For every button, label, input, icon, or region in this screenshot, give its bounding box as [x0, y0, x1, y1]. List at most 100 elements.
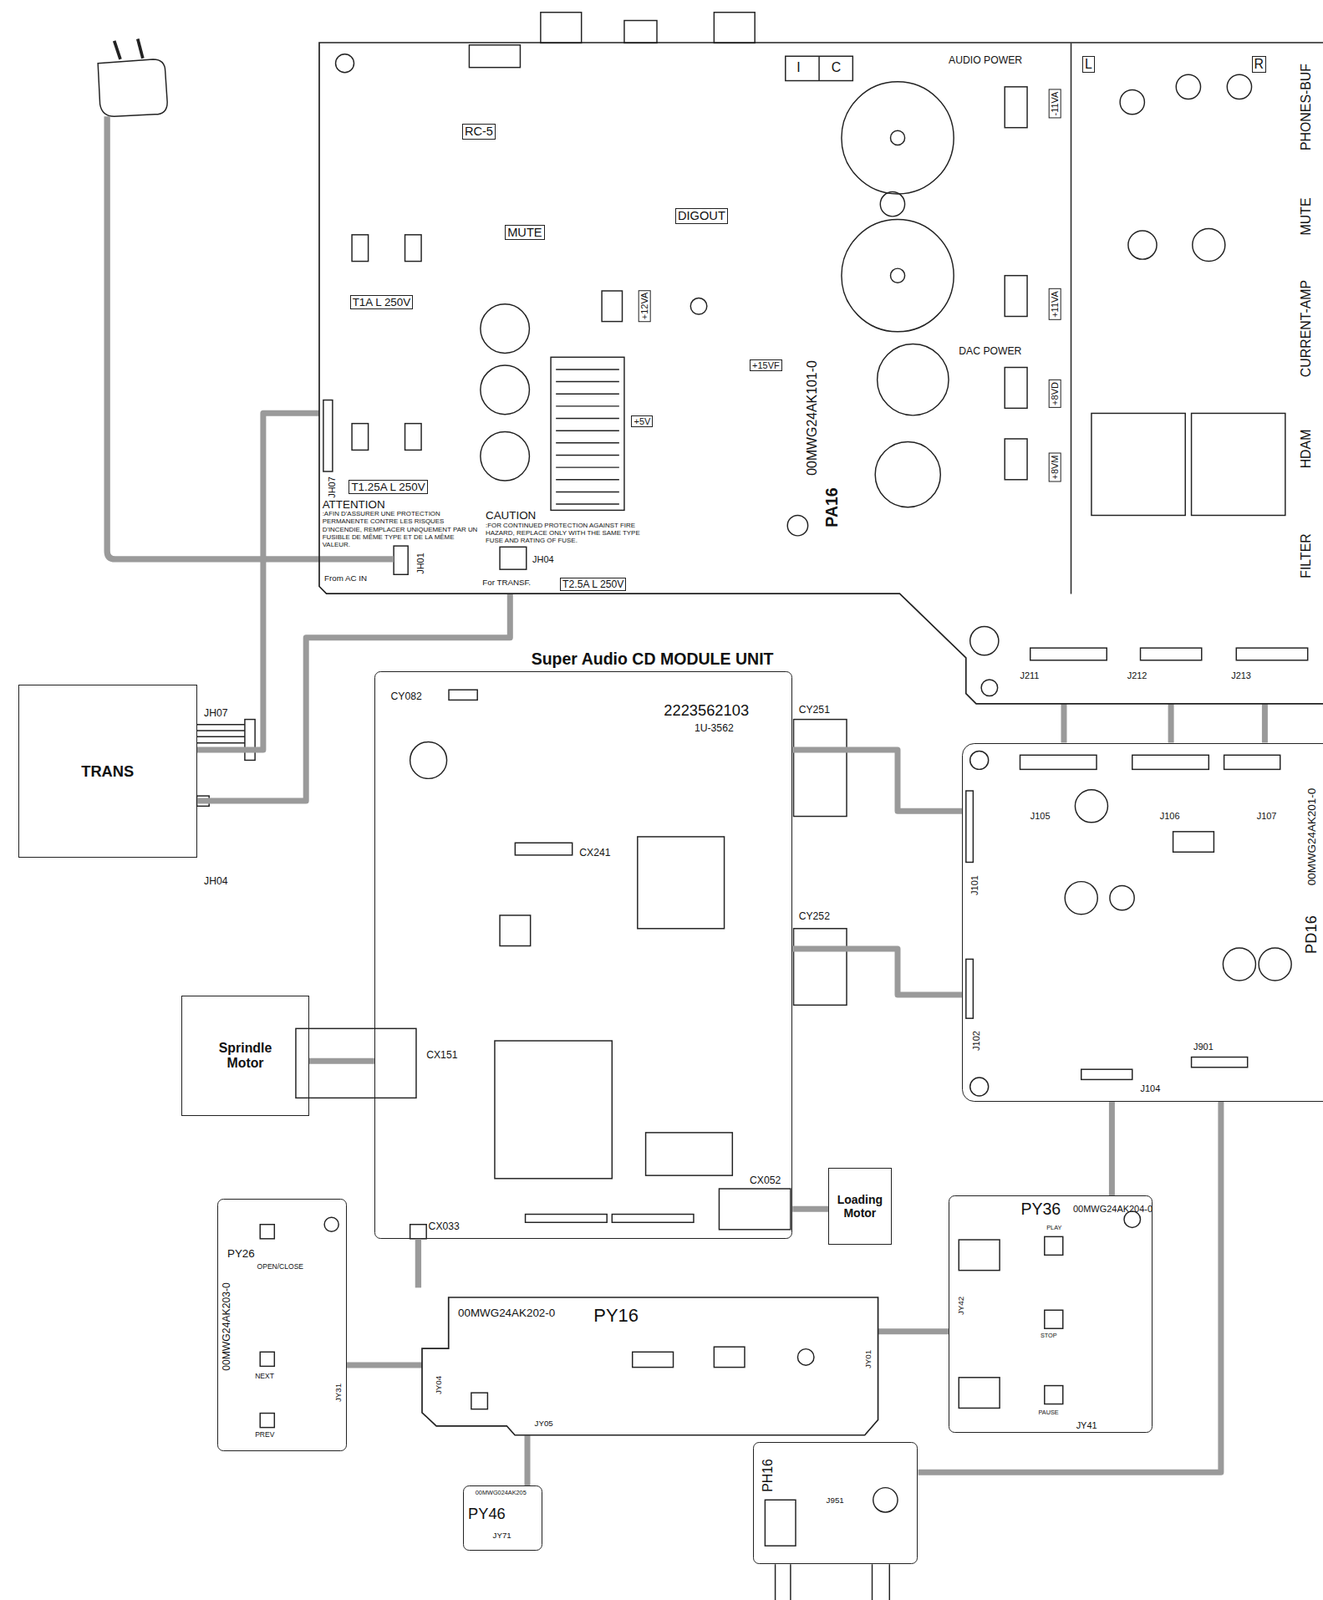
switch [471, 1392, 489, 1410]
jack-leads [775, 1563, 891, 1600]
board-label: J951 [826, 1495, 845, 1505]
node-text: 1U-3562 [694, 722, 734, 734]
board-label: JY01 [863, 1349, 873, 1369]
flex-cable [295, 1027, 417, 1098]
pcb-board: PD16 [961, 742, 1323, 1103]
mount-hole [880, 192, 905, 217]
capacitor [1064, 881, 1098, 915]
board-label: HDAM [1298, 429, 1314, 469]
connector [1020, 754, 1098, 769]
board-label: PAUSE [1038, 1409, 1059, 1416]
node-text: 2223562103 [663, 701, 749, 719]
cable [918, 1101, 1222, 1472]
capacitor [1109, 885, 1135, 911]
transformer-box: TRANS [18, 684, 198, 858]
boxed-label: +11VA [1048, 288, 1062, 321]
board-label: AUDIO POWER [948, 54, 1023, 67]
connector [793, 719, 847, 817]
capacitor [841, 81, 954, 194]
component-grid [958, 1239, 1000, 1271]
board-label: CY252 [798, 910, 830, 922]
board-label: PLAY [1046, 1224, 1062, 1232]
connector [966, 790, 974, 862]
hdam-module [1191, 412, 1286, 515]
board-label: PHONES-BUF [1298, 63, 1314, 151]
mount-hole [970, 1077, 989, 1096]
cable [197, 412, 321, 750]
heat-sink [550, 356, 625, 510]
connector [1132, 754, 1210, 769]
capacitor [480, 431, 530, 481]
boxed-label: +8VM [1048, 452, 1062, 483]
switch [1044, 1236, 1064, 1255]
cable [524, 1434, 531, 1486]
board-label: J213 [1231, 670, 1252, 682]
boxed-label: MUTE [504, 224, 545, 241]
mount-hole [335, 54, 355, 73]
node-title: PY16 [593, 1304, 639, 1326]
transistor [1128, 230, 1157, 260]
board-label: CX151 [426, 1048, 458, 1061]
motor-box: Sprindle Motor [181, 995, 310, 1116]
mount-hole [690, 298, 708, 316]
cable [197, 593, 511, 801]
connector [393, 545, 408, 575]
switch [1044, 1309, 1064, 1329]
connector [1004, 367, 1028, 409]
connector [468, 45, 520, 68]
cable [1061, 703, 1068, 743]
board-label: J102 [971, 1030, 983, 1051]
connector [514, 842, 572, 855]
node-title: PY26 [227, 1246, 255, 1260]
ic-box [785, 55, 854, 81]
boxed-label: +12VA [638, 290, 652, 322]
board-label: CX241 [579, 846, 611, 859]
main-board: PA16 [319, 42, 1323, 704]
board-label: STOP [1040, 1332, 1058, 1339]
connector [1236, 647, 1308, 661]
heat-sink-fins [555, 369, 620, 504]
board-label: CURRENT-AMP [1298, 279, 1314, 377]
connector [499, 546, 527, 570]
chip [494, 1040, 612, 1179]
boxed-label: L [1082, 55, 1095, 73]
chip [637, 836, 725, 929]
capacitor [480, 365, 530, 415]
board-label: JH07 [325, 477, 337, 499]
connector [525, 1214, 608, 1223]
board-outline [319, 42, 1323, 704]
capacitor [877, 343, 949, 415]
node-title: Loading Motor [829, 1168, 891, 1244]
board-label: J105 [1030, 810, 1051, 822]
node-title: PY36 [1020, 1199, 1061, 1218]
boxed-label: +8VD [1048, 379, 1062, 408]
board-label: 00MWG24AK202-0 [457, 1306, 555, 1319]
board-label: 00MWG24AK203-0 [220, 1282, 233, 1371]
transistor [1175, 74, 1201, 99]
chip [713, 1346, 745, 1367]
board-label: PREV [254, 1430, 275, 1440]
cable [1261, 703, 1268, 743]
board-label: J106 [1160, 810, 1181, 822]
cable [1168, 703, 1175, 743]
module-board: Super Audio CD MODULE UNIT22235621031U-3… [374, 671, 793, 1239]
board-label: J901 [1193, 1041, 1214, 1053]
board-label: For TRANSF. [482, 577, 531, 587]
board-label: 00MWG24AK204-0 [1073, 1203, 1153, 1215]
board-label: JH01 [415, 552, 427, 575]
board-label: C [831, 60, 841, 76]
pcb-board: PY26 [217, 1198, 347, 1451]
board-label: :AFIN D'ASSURER UNE PROTECTION PERMANENT… [322, 509, 482, 549]
fuse-holder [405, 234, 423, 262]
board-edge [319, 42, 1323, 704]
transistor [1226, 74, 1252, 99]
capacitor [890, 130, 906, 145]
boxed-label: T1A L 250V [350, 295, 414, 310]
connector [1081, 1068, 1133, 1079]
cable [792, 948, 962, 995]
board-label: JH07 [203, 707, 228, 719]
phones-jack [873, 1487, 898, 1512]
board-label: JH04 [532, 554, 555, 565]
stub-cable [415, 1238, 422, 1288]
